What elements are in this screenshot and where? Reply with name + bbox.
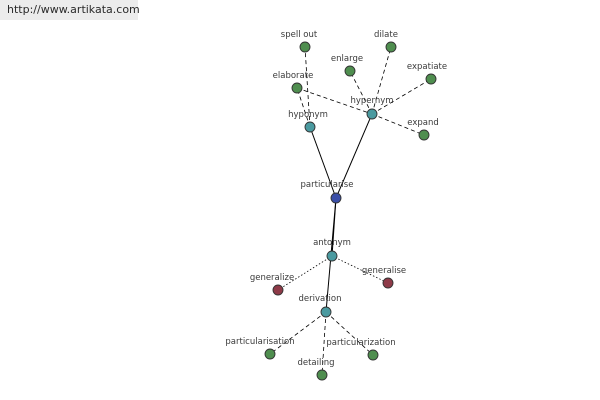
node-relation-antonym[interactable]: antonym (313, 238, 351, 262)
node-word-enlarge-label[interactable]: enlarge (331, 54, 363, 64)
node-word-generalise[interactable]: generalise (362, 266, 406, 289)
node-relation-hyponym[interactable]: hyponym (288, 110, 328, 133)
node-word-detailing[interactable]: detailing (297, 358, 335, 381)
edge-hypernym-expand (371, 113, 425, 136)
node-word-generalize-label[interactable]: generalize (250, 273, 294, 283)
node-word-generalise-label[interactable]: generalise (362, 266, 406, 276)
node-relation-hypernym[interactable]: hypernym (350, 96, 394, 120)
node-word-enlarge[interactable]: enlarge (331, 54, 363, 77)
node-word-particularization[interactable]: particularization (326, 338, 396, 361)
edge-hyponym-spell-out (304, 46, 311, 128)
node-relation-hypernym-dot[interactable] (366, 108, 378, 120)
node-word-enlarge-dot[interactable] (344, 65, 356, 77)
node-word-particularisation-label[interactable]: particularisation (225, 337, 294, 347)
node-center-particularise-dot[interactable] (330, 192, 342, 204)
node-word-particularization-label[interactable]: particularization (326, 338, 395, 348)
graph-nodes: particularise hyponym hypernym antonym deriv… (225, 30, 447, 381)
node-word-expand[interactable]: expand (407, 118, 439, 141)
node-word-dilate[interactable]: dilate (374, 30, 398, 53)
node-word-detailing-dot[interactable] (316, 369, 328, 381)
node-relation-derivation-label[interactable]: derivation (298, 294, 341, 304)
node-relation-derivation[interactable]: derivation (298, 294, 342, 318)
edge-antonym-generalize (277, 255, 333, 291)
edge-hypernym-expatiate (371, 78, 432, 115)
graph-edges (269, 46, 432, 376)
edge-hyponym-elaborate (296, 87, 311, 128)
node-word-expand-dot[interactable] (418, 129, 430, 141)
node-word-particularisation-dot[interactable] (264, 348, 276, 360)
node-word-elaborate-label[interactable]: elaborate (273, 71, 314, 81)
edge-derivation-particularization (325, 311, 374, 356)
node-word-dilate-dot[interactable] (385, 41, 397, 53)
node-word-elaborate-dot[interactable] (291, 82, 303, 94)
node-relation-hyponym-label[interactable]: hyponym (288, 110, 328, 120)
node-word-expatiate-dot[interactable] (425, 73, 437, 85)
edge-derivation-particularisation (269, 311, 327, 355)
edge-center-hyponym (309, 126, 337, 199)
node-word-spell-out-label[interactable]: spell out (281, 30, 318, 40)
node-word-elaborate[interactable]: elaborate (273, 71, 314, 94)
node-word-expatiate[interactable]: expatiate (407, 62, 447, 85)
node-word-spell-out[interactable]: spell out (281, 30, 318, 53)
node-word-dilate-label[interactable]: dilate (374, 30, 398, 40)
node-word-expand-label[interactable]: expand (407, 118, 439, 128)
node-relation-hyponym-dot[interactable] (304, 121, 316, 133)
node-relation-antonym-label[interactable]: antonym (313, 238, 351, 248)
node-word-generalize-dot[interactable] (272, 284, 284, 296)
node-word-particularization-dot[interactable] (367, 349, 379, 361)
edge-center-hypernym (335, 113, 373, 199)
node-word-expatiate-label[interactable]: expatiate (407, 62, 447, 72)
node-relation-hypernym-label[interactable]: hypernym (350, 96, 393, 106)
source-url[interactable]: http://www.artikata.com (0, 0, 140, 20)
node-word-generalise-dot[interactable] (382, 277, 394, 289)
node-center-particularise[interactable]: particularise (301, 180, 354, 204)
edge-hypernym-enlarge (349, 70, 373, 115)
node-center-particularise-label[interactable]: particularise (301, 180, 354, 190)
node-word-spell-out-dot[interactable] (299, 41, 311, 53)
node-relation-antonym-dot[interactable] (326, 250, 338, 262)
node-word-particularisation[interactable]: particularisation (225, 337, 295, 360)
edge-derivation-detailing (321, 311, 327, 376)
node-word-generalize[interactable]: generalize (250, 273, 294, 296)
node-relation-derivation-dot[interactable] (320, 306, 332, 318)
edge-hypernym-dilate (371, 46, 392, 115)
node-word-detailing-label[interactable]: detailing (297, 358, 334, 368)
edge-hypernym-elaborate (296, 87, 373, 115)
